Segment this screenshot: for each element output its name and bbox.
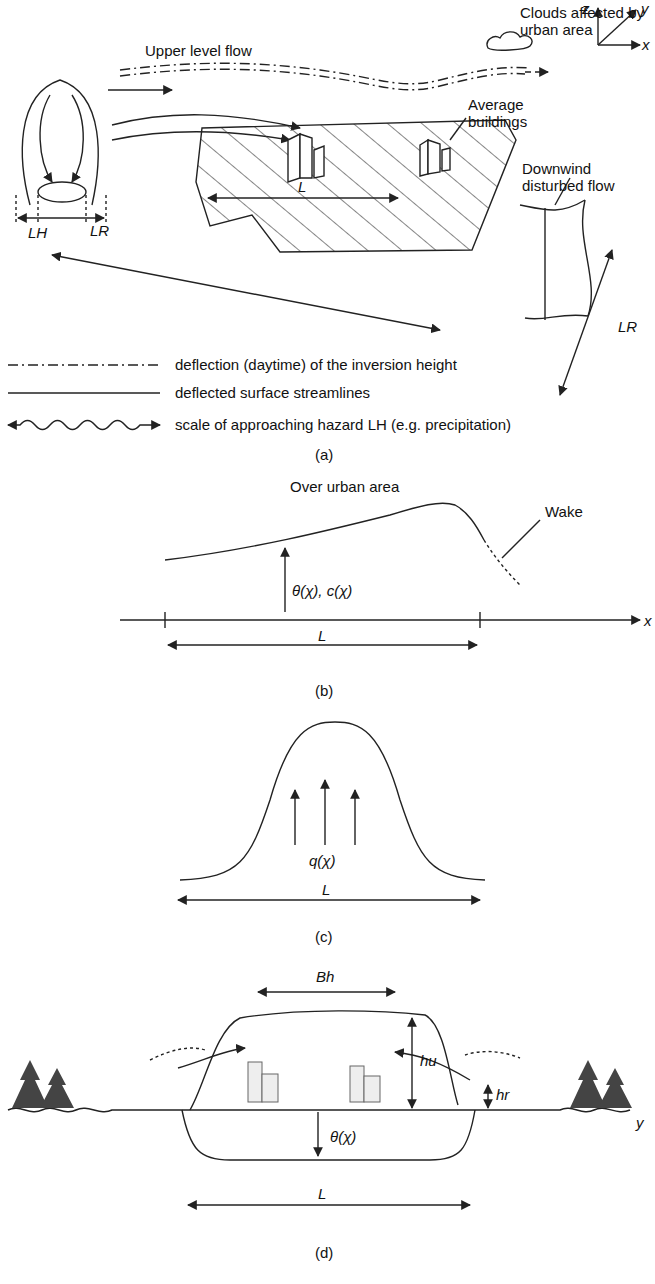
diagram-label: Average buildings <box>468 96 558 130</box>
diagram-label: (d) <box>315 1244 333 1261</box>
diagram-label: L <box>318 627 326 644</box>
legend-text: scale of approaching hazard LH (e.g. pre… <box>175 416 511 433</box>
building <box>288 134 450 182</box>
diagram-label: Wake <box>545 503 583 520</box>
diagram-label: LH <box>28 224 47 241</box>
diagram-label: θ(χ) <box>330 1128 356 1145</box>
legend-sample <box>8 364 160 365</box>
leader-line <box>450 118 466 140</box>
urban-area <box>196 120 516 252</box>
dimension-arrow <box>208 197 398 198</box>
legend-text: deflected surface streamlines <box>175 384 370 401</box>
panel-b <box>120 503 640 645</box>
diagram-label: L <box>298 178 306 195</box>
diagram-label: (c) <box>315 928 333 945</box>
diagram-label: y <box>636 1114 644 1131</box>
legend-sample <box>8 392 160 393</box>
diagram-label: (a) <box>315 446 333 463</box>
diagram-label: hu <box>420 1052 437 1069</box>
flow-arrow <box>525 71 548 72</box>
diagram-label: L <box>322 881 330 898</box>
dimension-arrow <box>52 255 440 330</box>
diagram-label: (b) <box>315 682 333 699</box>
diagram-label: L <box>318 1185 326 1202</box>
diagram-label: θ(χ), c(χ) <box>292 582 352 599</box>
diagram-label: Clouds affected by urban area <box>520 4 645 38</box>
legend-text: deflection (daytime) of the inversion he… <box>175 356 457 373</box>
panel-d <box>8 992 632 1205</box>
hazard-column <box>16 80 106 222</box>
legend-sample <box>8 421 160 430</box>
diagram-label: hr <box>496 1086 509 1103</box>
downwind-flow <box>520 178 612 395</box>
panel-c <box>178 722 485 900</box>
diagram-label: Over urban area <box>290 478 399 495</box>
diagram-label: x <box>644 612 652 629</box>
diagram-label: Downwind disturbed flow <box>522 160 622 194</box>
upper-flow <box>120 63 530 84</box>
diagram-label: Upper level flow <box>145 42 252 59</box>
wind-arrow <box>108 89 172 90</box>
diagram-label: LR <box>618 318 637 335</box>
upper-flow <box>120 69 525 90</box>
diagram-label: LR <box>90 222 109 239</box>
diagram-label: x <box>642 36 650 53</box>
diagram-label: Bh <box>316 968 334 985</box>
diagram-label: q(χ) <box>309 852 336 869</box>
